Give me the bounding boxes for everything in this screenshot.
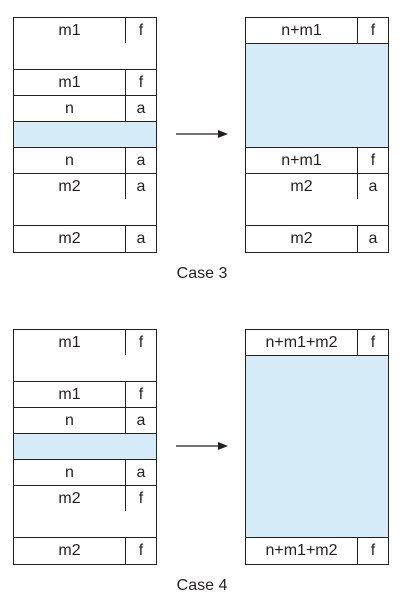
size-cell: m1: [14, 330, 126, 355]
flag-cell: f: [138, 73, 144, 91]
header-row: m1 f: [13, 329, 157, 355]
flag-cell: f: [370, 333, 376, 351]
flag-cell: a: [368, 177, 378, 195]
size-cell: m2: [14, 174, 126, 199]
gap-row: [13, 199, 157, 225]
flag-cell: f: [370, 151, 376, 169]
gap-row: [13, 43, 157, 69]
header-row: n+m1 f: [245, 147, 389, 173]
size-cell: n+m1: [246, 148, 358, 173]
size-cell: n: [14, 148, 126, 173]
case-label: Case 3: [176, 265, 228, 282]
flag-cell: f: [138, 541, 144, 559]
flag-cell: f: [138, 333, 144, 351]
header-row: m2 a: [13, 173, 157, 199]
size-cell: m2: [14, 486, 126, 511]
flag-cell: a: [136, 99, 146, 117]
flag-cell: a: [136, 463, 146, 481]
size-cell: n: [14, 460, 126, 485]
size-cell: m1: [14, 382, 126, 407]
size-cell: n+m1+m2: [246, 538, 358, 564]
flag-cell: f: [138, 385, 144, 403]
header-row: m2 f: [13, 485, 157, 511]
header-row: m2 a: [245, 225, 389, 253]
transition-arrow-icon: [176, 130, 228, 138]
flag-cell: a: [136, 229, 146, 247]
free-block-row: [245, 355, 389, 537]
free-block-row: [13, 121, 157, 147]
case-label: Case 4: [176, 577, 228, 594]
header-row: n+m1+m2 f: [245, 329, 389, 355]
header-row: m2 f: [13, 537, 157, 565]
flag-cell: a: [368, 229, 378, 247]
flag-cell: a: [136, 177, 146, 195]
header-row: m2 a: [13, 225, 157, 253]
header-row: m1 f: [13, 17, 157, 43]
size-cell: n+m1+m2: [246, 330, 358, 355]
header-row: m2 a: [245, 173, 389, 199]
flag-cell: a: [136, 151, 146, 169]
size-cell: n: [14, 96, 126, 121]
header-row: n+m1+m2 f: [245, 537, 389, 565]
transition-arrow-icon: [176, 442, 228, 450]
size-cell: m2: [14, 538, 126, 564]
free-block-row: [245, 43, 389, 147]
gap-row: [13, 355, 157, 381]
size-cell: m2: [246, 174, 358, 199]
size-cell: m2: [14, 226, 126, 252]
flag-cell: a: [136, 411, 146, 429]
size-cell: m2: [246, 226, 358, 252]
size-cell: m1: [14, 18, 126, 43]
header-row: m1 f: [13, 69, 157, 95]
header-row: m1 f: [13, 381, 157, 407]
flag-cell: f: [370, 541, 376, 559]
flag-cell: f: [138, 489, 144, 507]
size-cell: m1: [14, 70, 126, 95]
size-cell: n+m1: [246, 18, 358, 43]
free-block-row: [13, 433, 157, 459]
size-cell: n: [14, 408, 126, 433]
header-row: n+m1 f: [245, 17, 389, 43]
flag-cell: f: [370, 21, 376, 39]
flag-cell: f: [138, 21, 144, 39]
gap-row: [13, 511, 157, 537]
gap-row: [245, 199, 389, 225]
